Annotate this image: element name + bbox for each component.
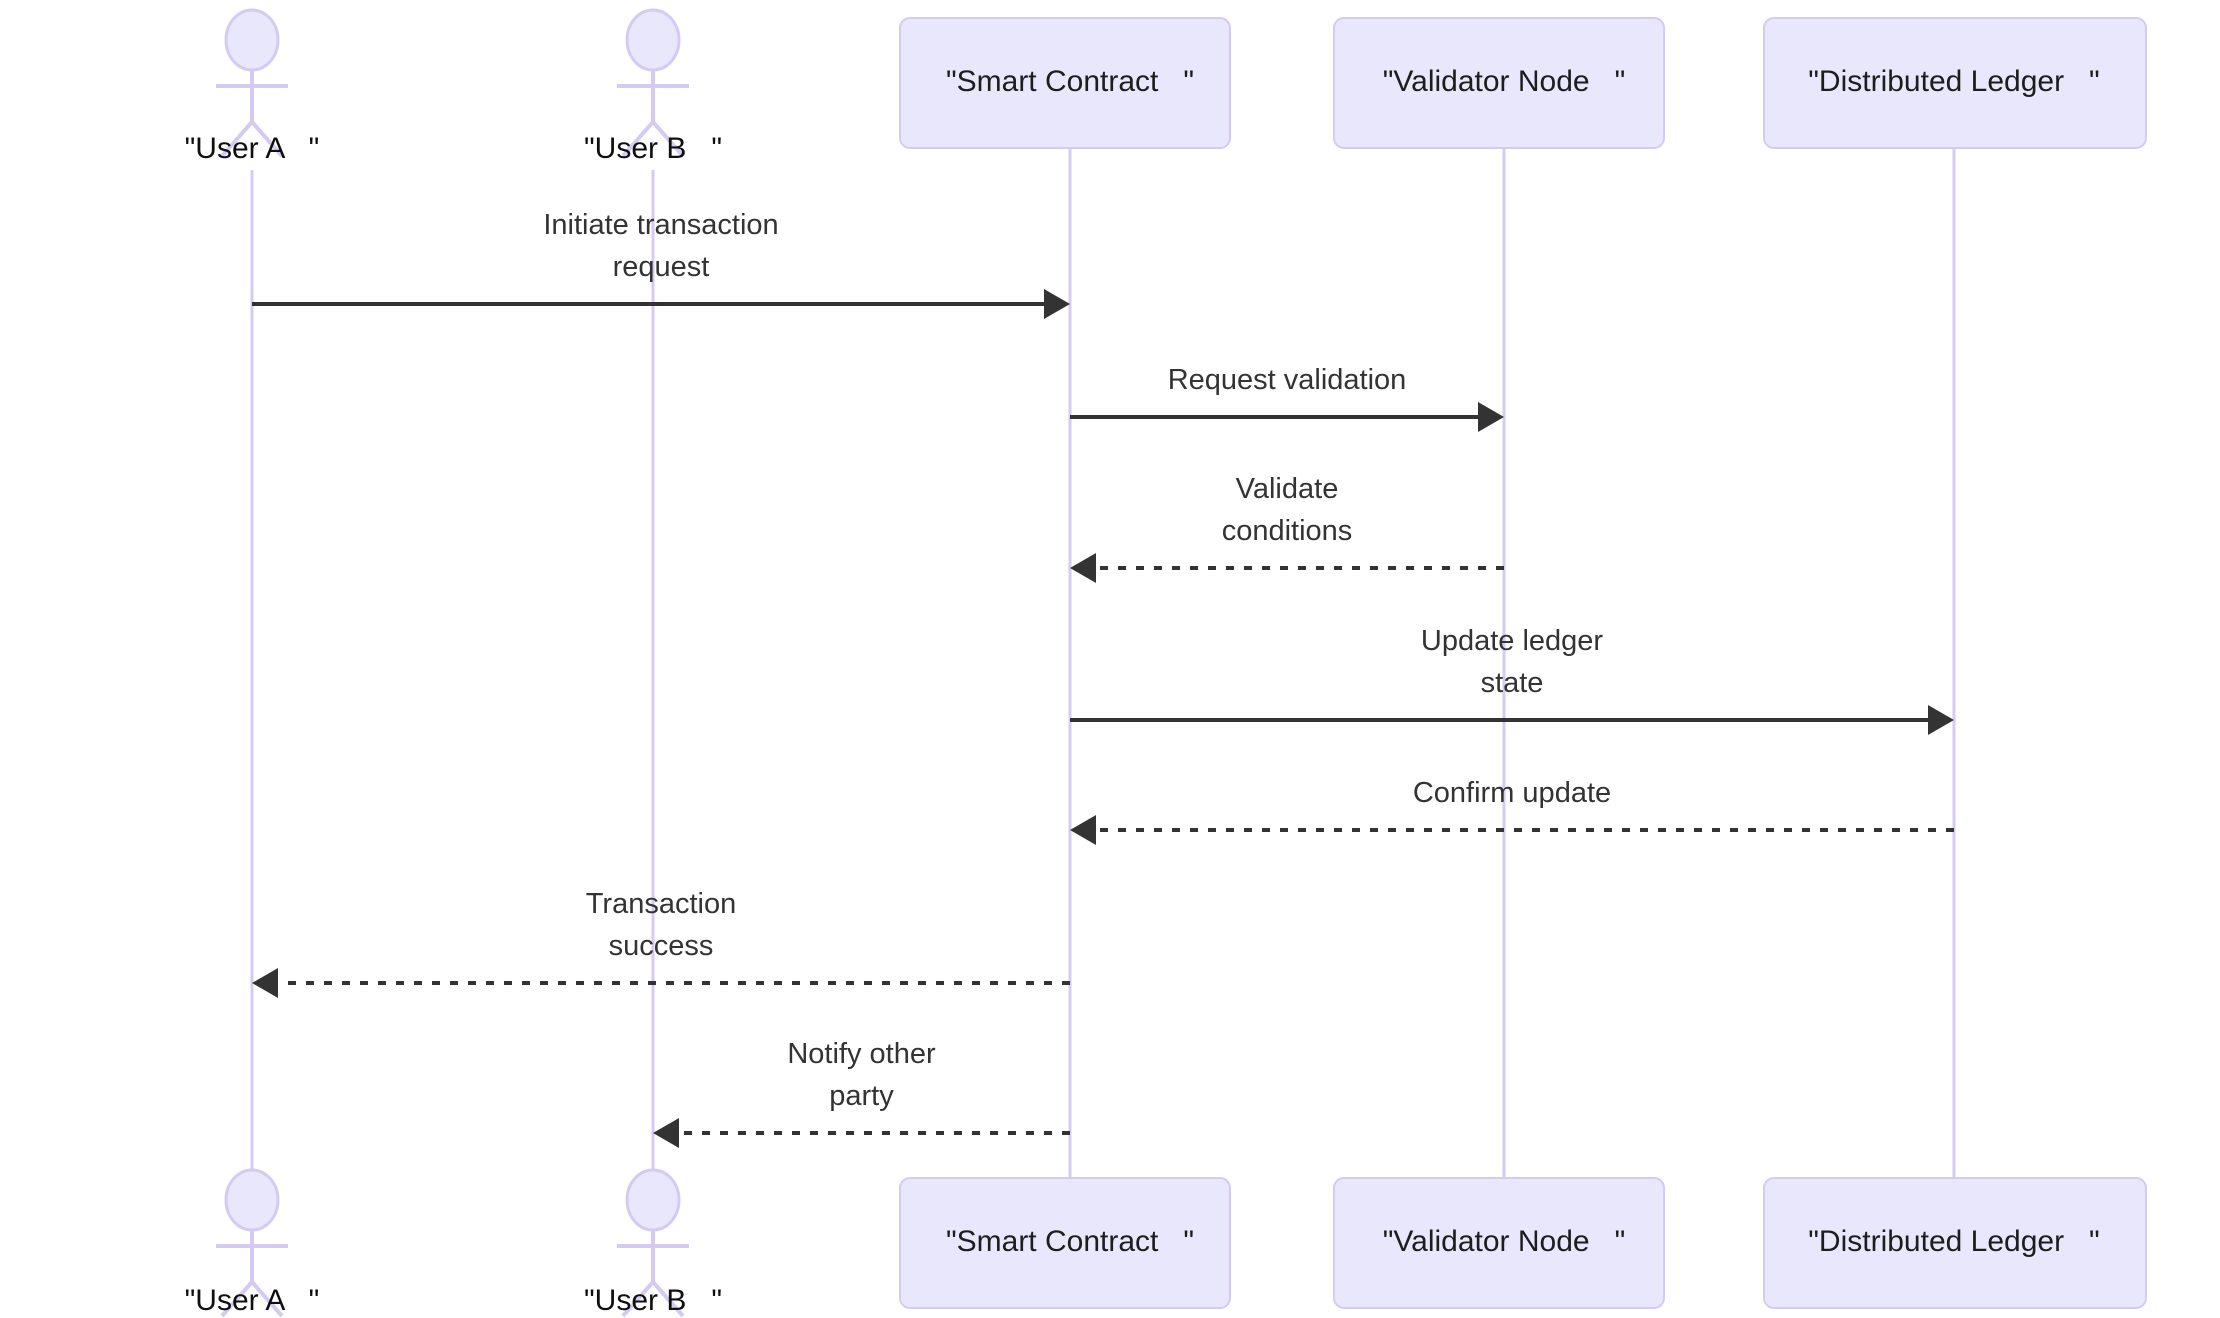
message-label: Transaction: [586, 888, 736, 920]
message-msg-3[interactable]: Validate conditions: [1070, 473, 1504, 583]
actor-leg-right-icon: [250, 120, 284, 158]
message-msg-1[interactable]: Initiate transaction request: [252, 209, 1070, 319]
actor-label-user-a-top: "User A ": [185, 132, 320, 165]
actor-leg-left-icon: [220, 120, 254, 158]
participant-validator-node-bottom[interactable]: "Validator Node ": [1333, 1177, 1665, 1309]
actor-label-user-a-bottom: "User A ": [185, 1284, 320, 1317]
message-msg-4[interactable]: Update ledger state: [1070, 625, 1954, 735]
message-label: Update ledger: [1421, 625, 1604, 657]
participant-label-validator-node-bottom: "Validator Node ": [1383, 1225, 1626, 1258]
actor-leg-right-icon: [651, 1280, 685, 1318]
participant-box-shape: [1763, 1177, 2147, 1309]
participant-box-shape: [899, 1177, 1231, 1309]
participant-box-shape: [1333, 1177, 1665, 1309]
message-arrowhead-icon: [1070, 815, 1096, 845]
participant-validator-node-top[interactable]: "Validator Node ": [1333, 17, 1665, 149]
participant-label-distributed-ledger-bottom: "Distributed Ledger ": [1808, 1225, 2099, 1258]
participant-distributed-ledger-bottom[interactable]: "Distributed Ledger ": [1763, 1177, 2147, 1309]
message-arrowhead-icon: [653, 1118, 679, 1148]
actor-label-user-b-bottom: "User B ": [584, 1284, 722, 1317]
actor-head-icon: [224, 8, 280, 72]
participant-box-shape: [1763, 17, 2147, 149]
actor-leg-left-icon: [220, 1280, 254, 1318]
message-label: state: [1481, 667, 1544, 699]
message-label: Confirm update: [1413, 777, 1611, 809]
lifelines-layer: [250, 148, 1956, 1180]
participant-distributed-ledger-top[interactable]: "Distributed Ledger ": [1763, 17, 2147, 149]
actor-label-user-b-top: "User B ": [584, 132, 722, 165]
message-label: success: [609, 930, 714, 962]
actor-head-icon: [625, 1168, 681, 1232]
actor-user-b-bottom[interactable]: "User B ": [584, 1168, 722, 1318]
message-label: party: [829, 1080, 894, 1112]
participant-box-shape: [1333, 17, 1665, 149]
message-label: Notify other: [787, 1038, 936, 1070]
actor-leg-right-icon: [250, 1280, 284, 1318]
actor-user-b-top[interactable]: "User B ": [584, 8, 722, 165]
actor-head-icon: [625, 8, 681, 72]
actor-leg-left-icon: [621, 1280, 655, 1318]
participant-label-validator-node-top: "Validator Node ": [1383, 65, 1626, 98]
message-msg-2[interactable]: Request validation: [1070, 364, 1504, 432]
participant-label-smart-contract-top: "Smart Contract ": [946, 65, 1194, 98]
message-label: Initiate transaction: [543, 209, 778, 241]
participant-smart-contract-bottom[interactable]: "Smart Contract ": [899, 1177, 1231, 1309]
message-msg-7[interactable]: Notify other party: [653, 1038, 1070, 1148]
message-arrowhead-icon: [1070, 553, 1096, 583]
participant-box-shape: [899, 17, 1231, 149]
message-msg-6[interactable]: Transaction success: [252, 888, 1070, 998]
participant-label-smart-contract-bottom: "Smart Contract ": [946, 1225, 1194, 1258]
message-label: request: [613, 251, 710, 283]
message-label: Request validation: [1168, 364, 1407, 396]
participant-smart-contract-top[interactable]: "Smart Contract ": [899, 17, 1231, 149]
message-label: Validate: [1236, 473, 1339, 505]
message-label: conditions: [1222, 515, 1353, 547]
participants-layer: "User A " "User A " "User B " "User B " "Sma…: [185, 8, 2147, 1318]
message-arrowhead-icon: [1478, 402, 1504, 432]
actor-user-a-bottom[interactable]: "User A ": [185, 1168, 320, 1318]
message-arrowhead-icon: [1928, 705, 1954, 735]
message-arrowhead-icon: [1044, 289, 1070, 319]
actor-head-icon: [224, 1168, 280, 1232]
message-msg-5[interactable]: Confirm update: [1070, 777, 1954, 845]
message-arrowhead-icon: [252, 968, 278, 998]
actor-user-a-top[interactable]: "User A ": [185, 8, 320, 165]
participant-label-distributed-ledger-top: "Distributed Ledger ": [1808, 65, 2099, 98]
actor-leg-right-icon: [651, 120, 685, 158]
actor-leg-left-icon: [621, 120, 655, 158]
